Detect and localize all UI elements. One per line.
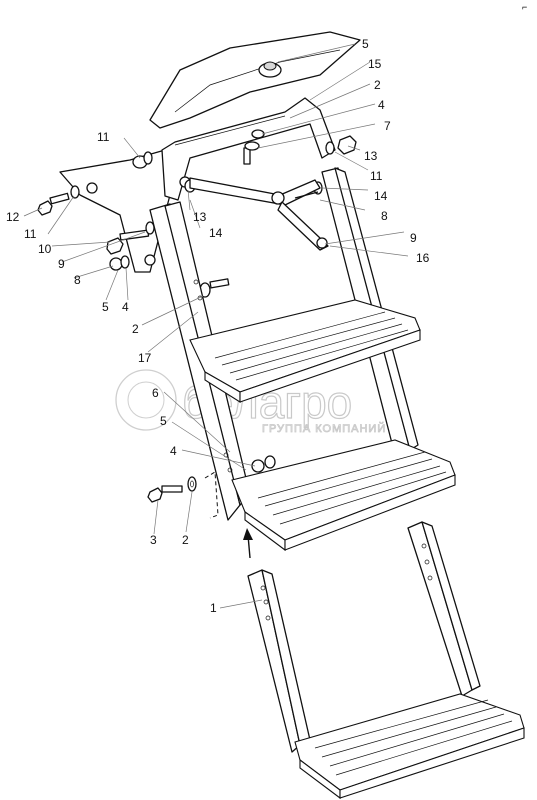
label-part-11-left: 11 [24, 227, 37, 241]
lower-ladder-section [247, 521, 525, 800]
label-part-2-left: 2 [132, 322, 139, 336]
label-part-2-bottom: 2 [182, 533, 189, 547]
label-part-4-left: 4 [122, 300, 129, 314]
label-part-10: 10 [38, 242, 52, 256]
cab-floor-panel [149, 31, 361, 129]
label-part-4-top: 4 [378, 98, 385, 112]
label-part-6: 6 [152, 386, 159, 400]
label-part-5-top: 5 [362, 37, 369, 51]
label-part-12: 12 [6, 210, 20, 224]
label-part-14-right: 14 [374, 189, 388, 203]
watermark-logo-inner [127, 381, 165, 419]
watermark-logo-ring [115, 369, 177, 431]
label-part-16: 16 [416, 251, 430, 265]
label-part-13-left: 13 [193, 210, 207, 224]
fasteners [37, 129, 357, 519]
label-part-14-left: 14 [209, 226, 223, 240]
label-part-9-left: 9 [58, 257, 65, 271]
label-part-15: 15 [368, 57, 382, 71]
label-part-1: 1 [210, 601, 217, 615]
callout-labels: 5 15 2 4 7 13 11 14 8 9 16 11 13 14 12 1… [6, 37, 430, 615]
stay-links [189, 177, 329, 251]
label-part-8-right: 8 [381, 209, 388, 223]
assembly-arrow [243, 528, 253, 559]
label-part-9-right: 9 [410, 231, 417, 245]
label-part-3: 3 [150, 533, 157, 547]
label-part-5-left: 5 [102, 300, 109, 314]
label-part-11-top-left: 11 [97, 130, 110, 144]
label-part-5-middle: 5 [160, 414, 167, 428]
label-part-13-right: 13 [364, 149, 378, 163]
label-part-4-middle: 4 [170, 444, 177, 458]
label-part-7: 7 [384, 119, 391, 133]
watermark-tagline: ГРУППА КОМПАНИЙ [262, 422, 386, 435]
corner-mark: ⌐ [522, 2, 527, 12]
label-part-2-top: 2 [374, 78, 381, 92]
leader-lines [23, 43, 409, 609]
label-part-11-right: 11 [370, 169, 383, 183]
label-part-17: 17 [138, 351, 152, 365]
label-part-8-left: 8 [74, 273, 81, 287]
